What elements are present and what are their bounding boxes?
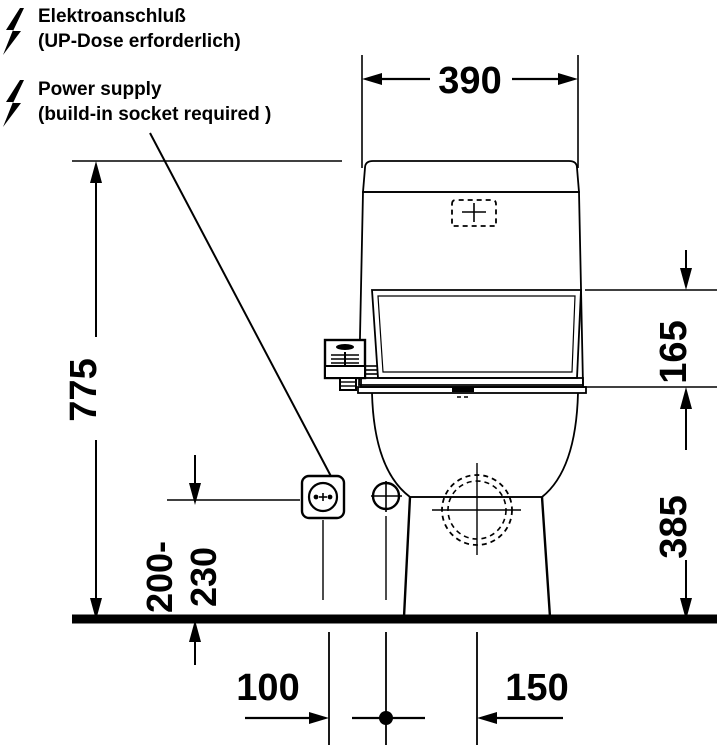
dimension-height-775: 775 [63,160,342,620]
arrow-left-150 [477,712,497,724]
dim-label-385: 385 [653,495,695,558]
cistern-body [358,191,584,386]
seat-lid-outer [371,289,582,379]
arrow-up [189,620,201,642]
note-1-line-2: (UP-Dose erforderlich) [38,31,241,52]
arrow-down [90,598,102,620]
lightning-bolt-icon [3,80,24,127]
cistern-flush-button [451,199,497,227]
seat-lid-inner [377,295,576,373]
dimension-height-385: 385 [653,387,695,620]
dimension-socket-height-200-230: 200- 230 [139,455,300,665]
dimension-bottom-offsets: 100 150 [236,632,569,745]
note-2-line-2: (build-in socket required ) [38,104,271,125]
dim-label-230: 230 [183,547,224,607]
center-point-marker [379,711,393,725]
dim-label-390: 390 [438,60,501,102]
toilet-bowl [371,392,579,498]
arrow-down [680,598,692,620]
flush-control-unit [323,338,378,391]
dim-label-200: 200- [139,541,180,613]
arrow-right-100 [309,712,329,724]
cistern-lid [362,160,580,193]
lightning-bolt-icon [3,8,24,55]
dimension-height-165: 165 [583,250,717,388]
leader-line-to-socket [149,132,335,483]
arrow-up [90,161,102,183]
rim-marker [452,387,474,392]
legend-notes: Elektroanschluß (UP-Dose erforderlich) P… [3,6,271,127]
arrow-down [680,268,692,290]
arrow-right [558,73,578,85]
toilet-drawing [323,160,587,618]
dim-label-165: 165 [653,320,695,383]
dim-label-775: 775 [63,358,105,421]
arrow-left [362,73,382,85]
toilet-pedestal [402,496,552,618]
dimension-width-390: 390 [361,55,579,168]
dim-label-100: 100 [236,667,299,709]
note-2-line-1: Power supply [38,79,162,100]
arrow-up [680,387,692,409]
power-socket-icon [300,474,346,600]
dim-label-150: 150 [505,667,568,709]
arrow-down [189,483,201,505]
note-1-line-1: Elektroanschluß [38,6,186,27]
